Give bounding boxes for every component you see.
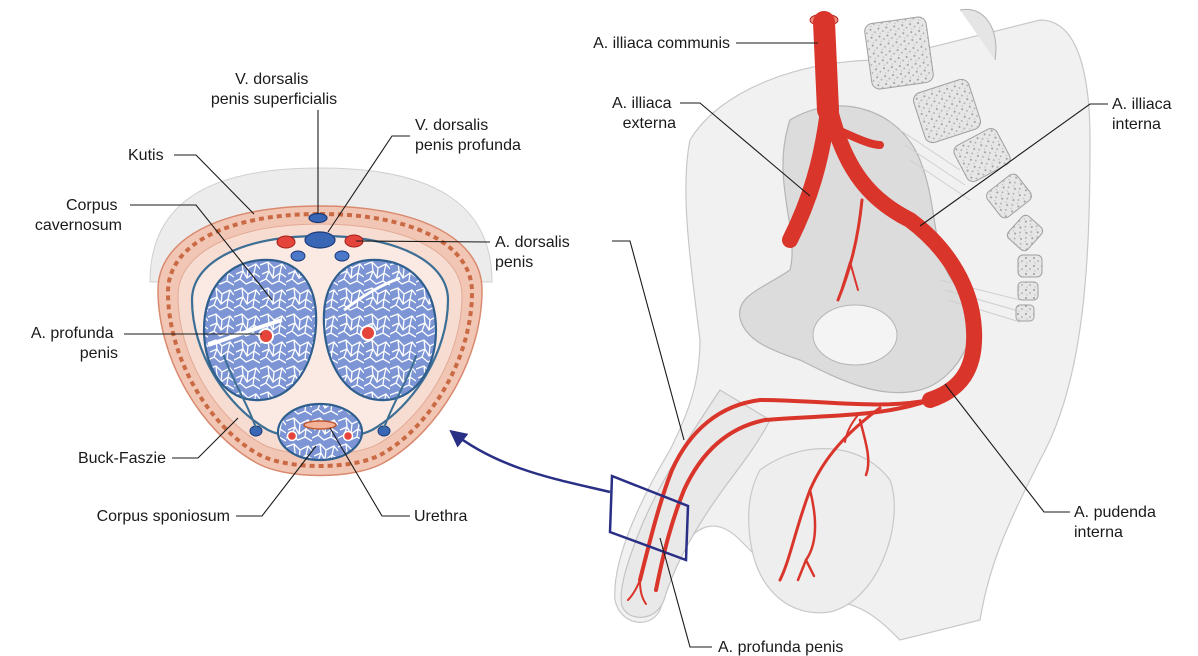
label-corpus-sponiosum: Corpus sponiosum <box>97 508 230 525</box>
a-bulbourethral-right <box>344 432 353 441</box>
label-v-dorsalis-superficialis: V. dorsalis penis superficialis <box>211 71 337 108</box>
label-urethra: Urethra <box>414 508 467 525</box>
label-v-dorsalis-profunda: V. dorsalis penis profunda <box>415 117 521 154</box>
label-a-dorsalis-penis: A. dorsalis penis <box>495 234 574 271</box>
nerve-right <box>335 251 349 261</box>
corpus-cavernosum-left <box>204 260 316 400</box>
label-a-illiaca-communis: A. illiaca communis <box>593 35 730 52</box>
label-a-profunda-penis-left: A. profunda penis <box>31 325 118 362</box>
label-a-illiaca-interna: A. illiaca interna <box>1112 96 1176 133</box>
section-arrow <box>452 432 610 492</box>
cross-section <box>150 168 492 476</box>
nerve-left <box>291 251 305 261</box>
a-profunda-right-vessel <box>361 326 375 340</box>
label-a-pudenda-interna: A. pudenda interna <box>1074 504 1160 541</box>
common-iliac-artery <box>824 22 828 110</box>
label-a-profunda-penis-bottom: A. profunda penis <box>718 639 843 656</box>
label-buck-faszie: Buck-Faszie <box>78 450 166 467</box>
v-dorsalis-profunda-vessel <box>305 232 335 248</box>
obturator-foramen <box>813 305 897 365</box>
label-a-illiaca-externa: A. illiaca externa <box>612 95 676 132</box>
v-dorsalis-superficialis-vessel <box>309 214 327 223</box>
a-profunda-left-vessel <box>259 329 273 343</box>
urethra-lumen <box>304 421 336 429</box>
label-kutis: Kutis <box>128 147 164 164</box>
a-bulbourethral-left <box>288 432 297 441</box>
a-dorsalis-left <box>277 236 295 248</box>
corpus-cavernosum-right <box>324 260 436 400</box>
label-corpus-cavernosum: Corpus cavernosum <box>35 197 122 234</box>
